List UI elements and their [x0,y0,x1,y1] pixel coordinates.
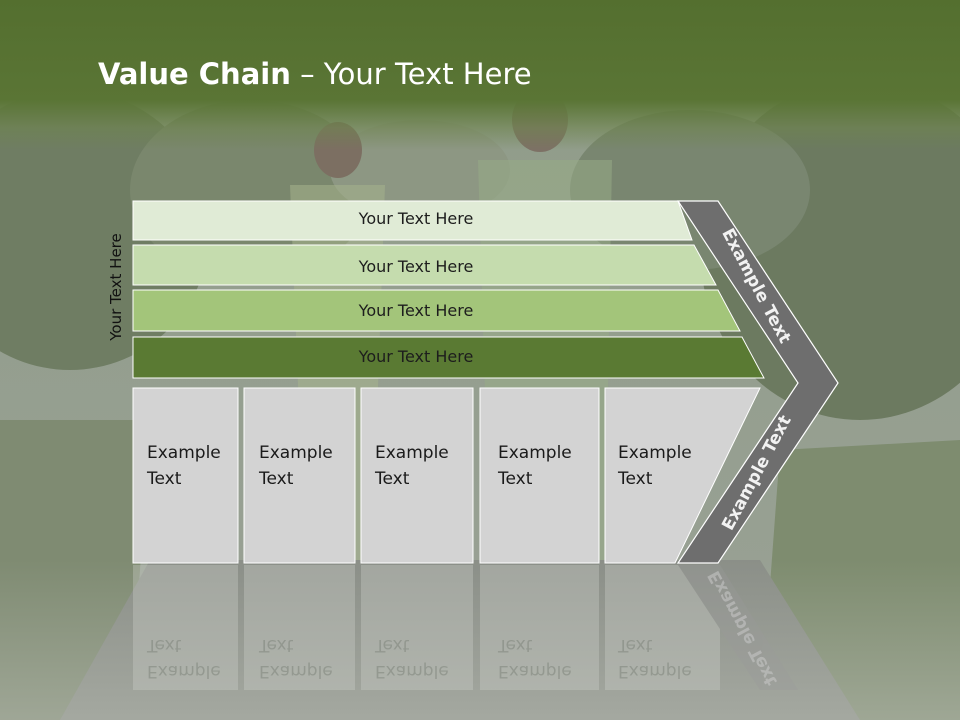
box-label-2-line1: Example [259,443,333,463]
box-reflection-2-line1: Example [259,661,333,681]
box-label-1-line2: Text [147,469,182,489]
box-reflection-3-line1: Example [375,661,449,681]
box-label-4-line1: Example [498,443,572,463]
box-label-5-line1: Example [618,443,692,463]
activity-box-2 [243,387,356,564]
box-reflection-5-line2: Text [618,635,653,655]
box-label-3-line2: Text [375,469,410,489]
box-reflection-2-line2: Text [259,635,294,655]
row-bar-1 [132,200,693,241]
box-reflection-4-line1: Example [498,661,572,681]
box-label-5-line2: Text [618,469,653,489]
box-reflection-1-line2: Text [147,635,182,655]
title-banner [0,0,960,150]
row-bar-2 [132,244,717,286]
row-label-4: Your Text Here [358,347,474,366]
box-reflection-4: Example Text [498,632,572,684]
box-label-4-line2: Text [498,469,533,489]
box-reflection-2: Example Text [259,632,333,684]
box-reflection-1: Example Text [147,632,221,684]
row-label-3: Your Text Here [358,301,474,320]
row-bar-3 [132,289,741,332]
box-reflection-5: Example Text [618,632,692,684]
row-label-2: Your Text Here [358,257,474,276]
box-reflection-4-line2: Text [498,635,533,655]
page-title: Value Chain – Your Text Here [98,56,532,92]
row-label-1: Your Text Here [358,209,474,228]
box-label-2-line2: Text [259,469,294,489]
activity-box-3 [360,387,474,564]
box-label-3-line1: Example [375,443,449,463]
row-bar-4 [132,336,765,379]
activity-box-5 [604,387,761,564]
box-reflection-5-line1: Example [618,661,692,681]
activity-box-1 [132,387,239,564]
box-label-1-line1: Example [147,443,221,463]
box-reflection-3-line2: Text [375,635,410,655]
box-reflection-1-line1: Example [147,661,221,681]
title-rest-part: – Your Text Here [290,57,532,91]
chevron-arrow [676,200,839,564]
box-reflection-3: Example Text [375,632,449,684]
diagram-reflection [133,565,798,690]
title-bold-part: Value Chain [98,57,291,91]
activity-box-4 [479,387,600,564]
